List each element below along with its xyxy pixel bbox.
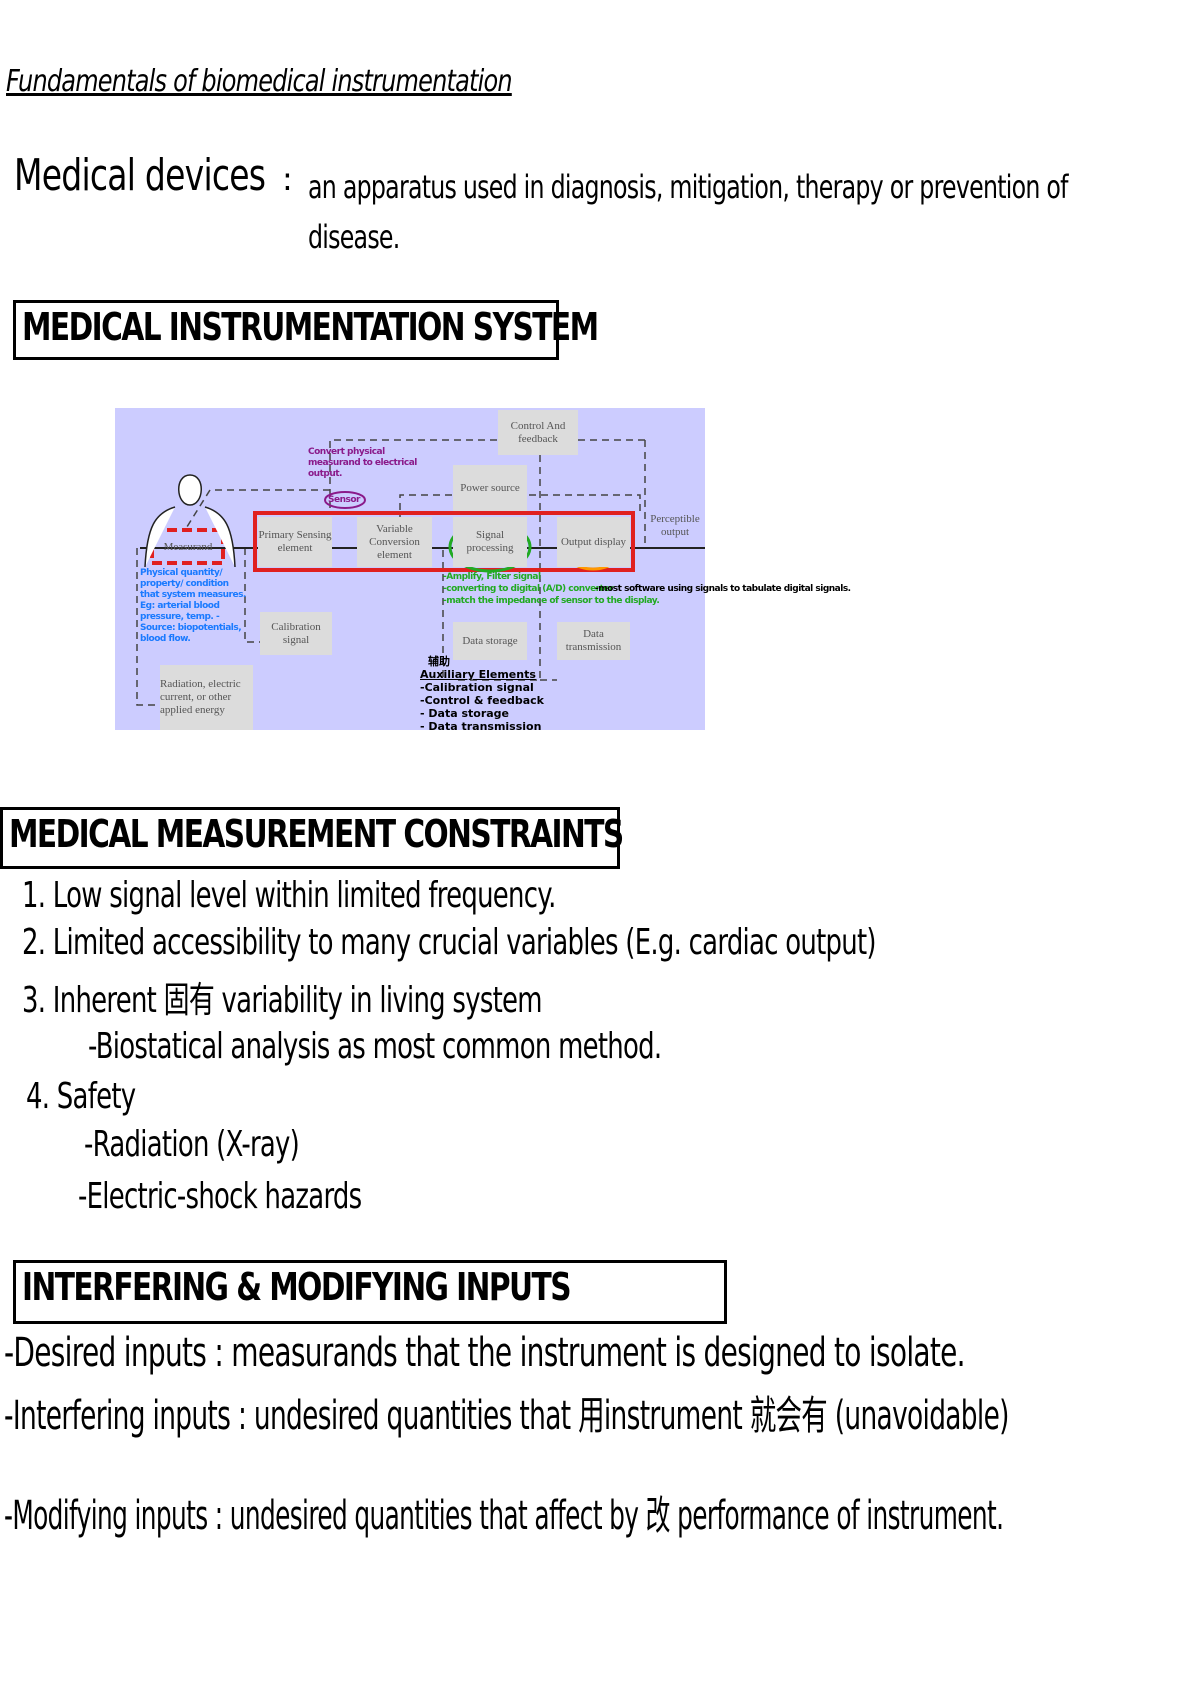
constraint-subitem: -Electric-shock hazards	[78, 1176, 362, 1217]
section-heading-inputs: INTERFERING & MODIFYING INPUTS	[13, 1260, 727, 1324]
definition-term: Medical devices	[14, 150, 266, 201]
auxiliary-notes: 辅助 Auxiliary Elements -Calibration signa…	[420, 655, 544, 733]
constraint-subitem: -Radiation (X-ray)	[84, 1124, 300, 1165]
block-applied-energy: Radiation, electric current, or other ap…	[160, 665, 253, 730]
signal-annotation-2: -converting to digital (A/D) converter	[443, 584, 613, 594]
block-variable-conversion: Variable Conversion element	[357, 517, 432, 567]
block-signal-processing: Signal processing	[453, 517, 527, 567]
signal-annotation-3: -match the impedance of sensor to the di…	[443, 596, 660, 606]
constraint-item: 1. Low signal level within limited frequ…	[22, 875, 556, 916]
block-measurand: Measurand	[163, 540, 213, 553]
definition-text: an apparatus used in diagnosis, mitigati…	[308, 168, 1069, 206]
constraint-item: 4. Safety	[26, 1076, 136, 1117]
measurand-annotation: Physical quantity/ property/ condition t…	[140, 568, 246, 644]
block-output-display: Output display	[557, 517, 630, 567]
page-title: Fundamentals of biomedical instrumentati…	[6, 64, 513, 99]
sensor-annotation: Convert physical measurand to electrical…	[308, 447, 417, 479]
block-control-feedback: Control And feedback	[498, 410, 578, 455]
block-power-source: Power source	[453, 465, 527, 511]
block-primary-sensing: Primary Sensing element	[258, 517, 332, 567]
aux-item: -Calibration signal	[420, 681, 534, 694]
aux-item: - Data storage	[420, 707, 510, 720]
aux-item: - Data transmission	[420, 720, 542, 733]
signal-annotation-1: -Amplify, Filter signal	[443, 572, 541, 582]
constraint-subitem: -Biostatical analysis as most common met…	[88, 1026, 662, 1067]
block-data-storage: Data storage	[453, 622, 527, 660]
label-perceptible-output: Perceptible output	[650, 513, 700, 538]
aux-chinese: 辅助	[428, 655, 450, 668]
block-calibration-signal: Calibration signal	[260, 612, 332, 655]
block-data-transmission: Data transmission	[557, 622, 630, 660]
constraint-item: 2. Limited accessibility to many crucial…	[22, 922, 877, 963]
desired-inputs-line: -Desired inputs : measurands that the in…	[4, 1330, 966, 1376]
section-heading-constraints: MEDICAL MEASUREMENT CONSTRAINTS	[0, 807, 624, 869]
definition-text-cont: disease.	[308, 218, 400, 256]
modifying-inputs-line: -Modifying inputs : undesired quantities…	[4, 1493, 1004, 1539]
interfering-inputs-line: -Interfering inputs : undesired quantiti…	[4, 1393, 1009, 1439]
definition-separator: :	[282, 160, 293, 198]
aux-item: -Control & feedback	[420, 694, 545, 707]
sensor-label: Sensor	[328, 495, 360, 505]
constraint-item: 3. Inherent 固有 variability in living sys…	[22, 980, 543, 1021]
aux-heading: Auxiliary Elements	[420, 668, 536, 681]
section-heading-instrumentation: MEDICAL INSTRUMENTATION SYSTEM	[13, 300, 599, 360]
signal-annotation-2b: -most software using signals to tabulate…	[595, 584, 851, 594]
